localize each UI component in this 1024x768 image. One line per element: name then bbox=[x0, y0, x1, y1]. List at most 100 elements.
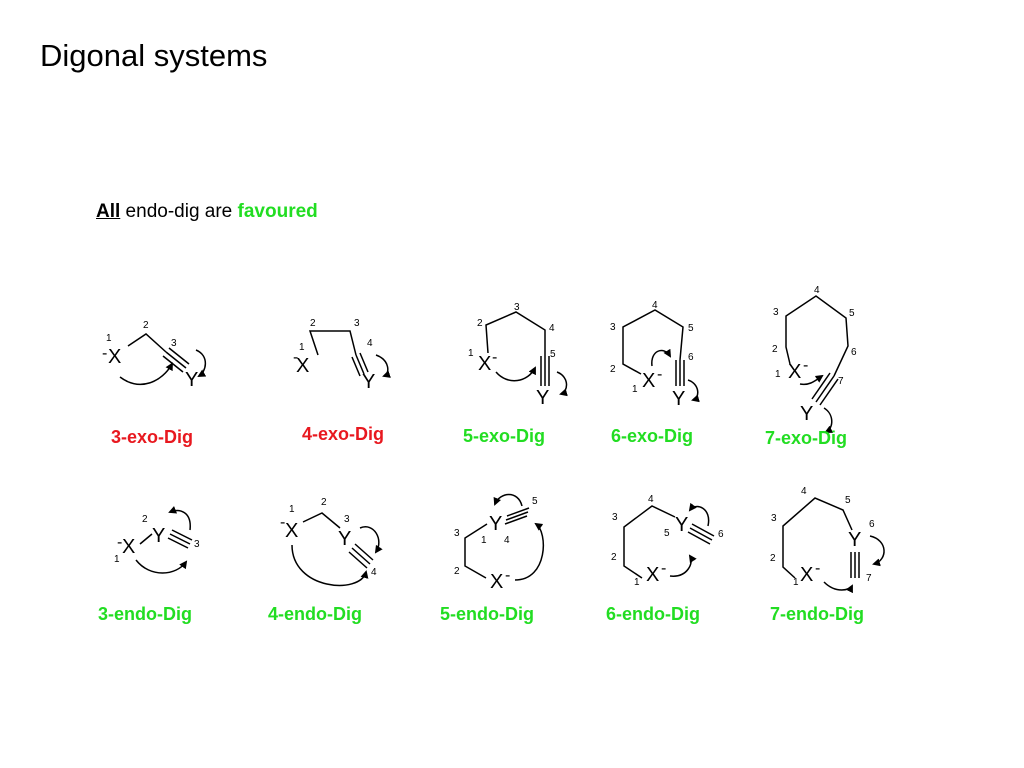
atom-y: Y bbox=[338, 528, 351, 550]
position-number: 1 bbox=[114, 554, 120, 565]
position-number: 3 bbox=[354, 318, 360, 329]
position-number: 1 bbox=[299, 342, 305, 353]
scheme-5-exo bbox=[485, 311, 568, 397]
atom-y: Y bbox=[672, 388, 685, 410]
label-6-endo-dig: 6-endo-Dig bbox=[606, 604, 700, 624]
position-number: 1 bbox=[634, 577, 640, 588]
label-5-endo-dig: 5-endo-Dig bbox=[440, 604, 534, 624]
position-number: 6 bbox=[869, 519, 875, 530]
scheme-4-endo bbox=[291, 512, 383, 587]
scheme-3-endo bbox=[135, 506, 193, 574]
scheme-3-exo bbox=[119, 333, 207, 386]
position-number: 2 bbox=[142, 514, 148, 525]
position-number: 4 bbox=[652, 300, 658, 311]
position-number: 5 bbox=[532, 496, 538, 507]
position-number: 1 bbox=[793, 577, 799, 588]
charge-label: - bbox=[815, 560, 820, 577]
scheme-7-endo bbox=[782, 497, 885, 594]
position-number: 5 bbox=[664, 528, 670, 539]
atom-x: X bbox=[108, 346, 121, 368]
position-number: 3 bbox=[771, 513, 777, 524]
position-number: 4 bbox=[371, 567, 377, 578]
position-number: 2 bbox=[610, 364, 616, 375]
position-number: 7 bbox=[866, 573, 872, 584]
position-number: 3 bbox=[171, 338, 177, 349]
charge-label: - bbox=[293, 349, 298, 366]
scheme-6-endo-text: X - Y 1 2 3 4 5 6 6-endo-Dig bbox=[606, 494, 724, 624]
position-number: 3 bbox=[454, 528, 460, 539]
scheme-7-exo bbox=[785, 295, 849, 433]
charge-label: - bbox=[117, 534, 122, 551]
atom-y: Y bbox=[536, 387, 549, 409]
position-number: 1 bbox=[289, 504, 295, 515]
atom-y: Y bbox=[362, 371, 375, 393]
label-6-exo-dig: 6-exo-Dig bbox=[611, 426, 693, 446]
atom-x: X bbox=[478, 353, 491, 375]
atom-y: Y bbox=[185, 369, 198, 391]
position-number: 5 bbox=[550, 349, 556, 360]
position-number: 3 bbox=[514, 302, 520, 313]
charge-label: - bbox=[102, 345, 107, 362]
position-number: 4 bbox=[801, 486, 807, 497]
position-number: 6 bbox=[851, 347, 857, 358]
position-number: 1 bbox=[775, 369, 781, 380]
position-number: 3 bbox=[344, 514, 350, 525]
label-3-endo-dig: 3-endo-Dig bbox=[98, 604, 192, 624]
position-number: 2 bbox=[772, 344, 778, 355]
scheme-3-endo-text: - X Y 1 2 3 3-endo-Dig bbox=[98, 514, 200, 624]
atom-y: Y bbox=[675, 514, 688, 536]
position-number: 4 bbox=[648, 494, 654, 505]
position-number: 4 bbox=[504, 535, 510, 546]
label-5-exo-dig: 5-exo-Dig bbox=[463, 426, 545, 446]
position-number: 2 bbox=[143, 320, 149, 331]
position-number: 3 bbox=[612, 512, 618, 523]
position-number: 2 bbox=[454, 566, 460, 577]
scheme-6-exo-text: X - Y 1 2 3 4 5 6 6-exo-Dig bbox=[610, 300, 694, 446]
position-number: 5 bbox=[849, 308, 855, 319]
position-number: 1 bbox=[481, 535, 487, 546]
atom-x: X bbox=[122, 536, 135, 558]
position-number: 2 bbox=[611, 552, 617, 563]
position-number: 4 bbox=[367, 338, 373, 349]
subtitle: All endo-dig are favoured bbox=[96, 199, 318, 225]
position-number: 5 bbox=[845, 495, 851, 506]
subtitle-all: All bbox=[96, 201, 121, 222]
subtitle-favoured: favoured bbox=[237, 201, 318, 222]
atom-x: X bbox=[642, 370, 655, 392]
atom-x: X bbox=[490, 571, 503, 593]
page-title: Digonal systems bbox=[40, 38, 268, 73]
scheme-5-endo bbox=[464, 493, 545, 581]
position-number: 2 bbox=[321, 497, 327, 508]
position-number: 5 bbox=[688, 323, 694, 334]
label-3-exo-dig: 3-exo-Dig bbox=[111, 427, 193, 447]
position-number: 6 bbox=[718, 529, 724, 540]
label-4-exo-dig: 4-exo-Dig bbox=[302, 424, 384, 444]
atom-y: Y bbox=[848, 529, 861, 551]
scheme-4-endo-text: - X Y 1 2 3 4 4-endo-Dig bbox=[268, 497, 377, 624]
position-number: 3 bbox=[610, 322, 616, 333]
position-number: 2 bbox=[770, 553, 776, 564]
atom-x: X bbox=[296, 355, 309, 377]
label-7-endo-dig: 7-endo-Dig bbox=[770, 604, 864, 624]
position-number: 4 bbox=[814, 285, 820, 296]
atom-x: X bbox=[800, 564, 813, 586]
charge-label: - bbox=[803, 357, 808, 374]
scheme-6-endo bbox=[623, 502, 715, 579]
position-number: 2 bbox=[310, 318, 316, 329]
charge-label: - bbox=[492, 349, 497, 366]
position-number: 1 bbox=[468, 348, 474, 359]
label-7-exo-dig: 7-exo-Dig bbox=[765, 428, 847, 448]
scheme-6-exo bbox=[622, 309, 700, 403]
atom-y: Y bbox=[152, 525, 165, 547]
position-number: 1 bbox=[106, 333, 112, 344]
atom-x: X bbox=[646, 564, 659, 586]
atom-x: X bbox=[285, 520, 298, 542]
atom-x: X bbox=[788, 361, 801, 383]
position-number: 4 bbox=[549, 323, 555, 334]
scheme-3-exo-text: - X Y 1 2 3 3-exo-Dig bbox=[102, 320, 198, 447]
label-4-endo-dig: 4-endo-Dig bbox=[268, 604, 362, 624]
charge-label: - bbox=[280, 514, 285, 531]
position-number: 7 bbox=[838, 376, 844, 387]
atom-y: Y bbox=[489, 513, 502, 535]
